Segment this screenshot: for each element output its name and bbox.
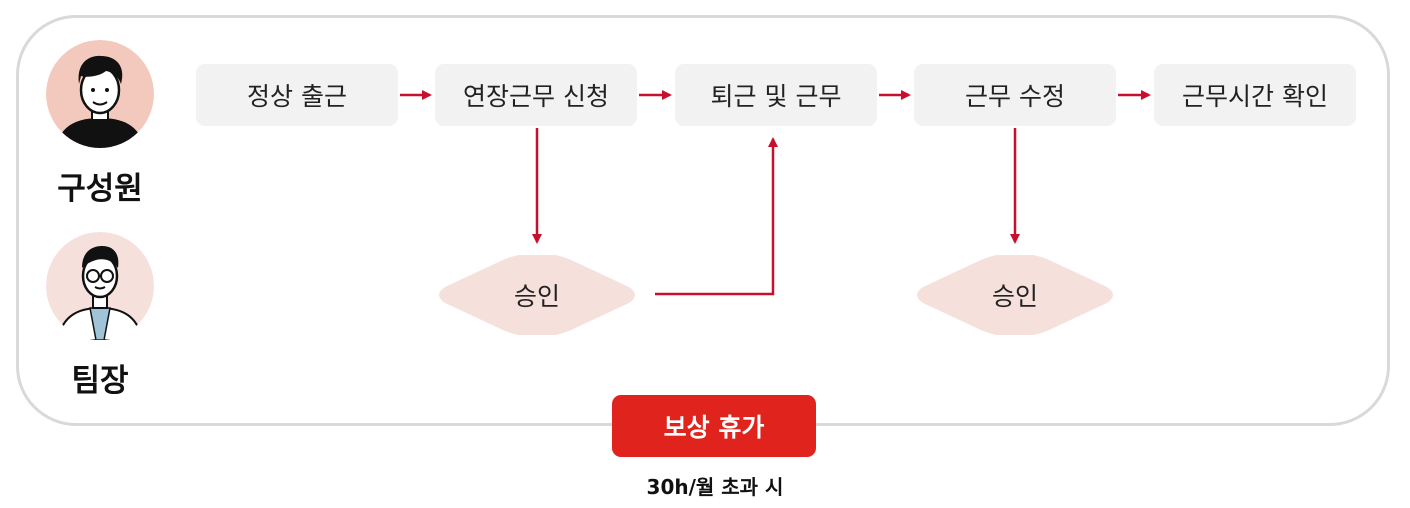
lead-role-label: 팀장 (71, 363, 129, 399)
approval-diamond-correction: 승인 (905, 255, 1125, 335)
member-avatar-illustration (46, 40, 154, 148)
compensation-condition-note: 30h/월 초과 시 (646, 475, 784, 499)
diamond-shape (917, 255, 1113, 335)
step-clock-out-and-work: 퇴근 및 근무 (675, 64, 877, 126)
member-avatar (46, 40, 154, 148)
step-overtime-request: 연장근무 신청 (435, 64, 637, 126)
arrow-approval-to-work (655, 137, 778, 296)
step-work-hours-check: 근무시간 확인 (1154, 64, 1356, 126)
approval-label: 승인 (513, 282, 560, 311)
approval-label: 승인 (991, 282, 1038, 311)
compensation-leave-badge: 보상 휴가 (612, 395, 816, 457)
member-role-label: 구성원 (57, 171, 143, 207)
step-work-correction: 근무 수정 (914, 64, 1116, 126)
diamond-shape (439, 255, 635, 335)
approval-diamond-overtime: 승인 (427, 255, 647, 335)
step-regular-clock-in: 정상 출근 (196, 64, 398, 126)
